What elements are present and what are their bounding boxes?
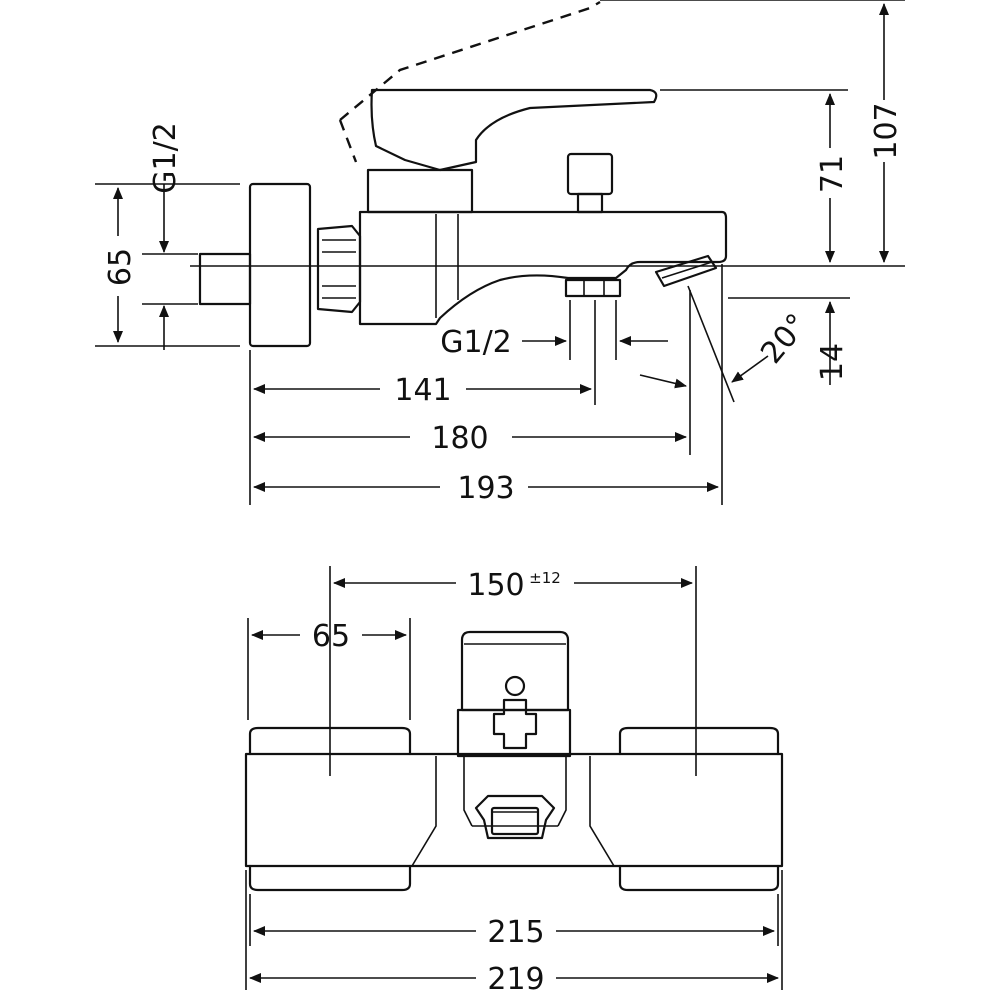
dim-215: 215 (487, 915, 544, 950)
front-lever (460, 630, 570, 712)
front-view: 150 ±12 65 215 219 (244, 566, 784, 997)
angle-20: 20° (754, 307, 815, 370)
lever-handle (370, 88, 658, 172)
handle-neck (366, 168, 474, 214)
dim-150: 150 (467, 568, 524, 603)
outlet-label: G1/2 (440, 325, 512, 360)
dim-71: 71 (815, 155, 850, 193)
dim-65-front: 65 (312, 619, 350, 654)
dim-141: 141 (394, 373, 451, 408)
wall-rosette (248, 182, 312, 348)
lever-open-position (339, 0, 601, 121)
inlet-pipe (198, 252, 252, 306)
dim-193: 193 (457, 471, 514, 506)
connection-label: G1/2 (148, 122, 183, 194)
front-body (244, 752, 784, 868)
dim-180: 180 (431, 421, 488, 456)
diverter-knob (566, 152, 614, 214)
aerator-outlet (564, 278, 622, 298)
hand-shower-outlet (654, 254, 718, 288)
side-view: 65 G1/2 107 71 14 G1/2 20° 141 180 (95, 0, 906, 506)
dim-219: 219 (487, 962, 544, 997)
front-diverter (492, 675, 538, 750)
front-spout-outlet (474, 794, 556, 840)
hex-nut (316, 224, 362, 314)
right-rosette (618, 726, 780, 892)
dim-14: 14 (815, 343, 850, 381)
dim-150-tolerance: ±12 (529, 569, 561, 587)
dim-107: 107 (869, 102, 904, 159)
dim-65-side: 65 (103, 248, 138, 286)
